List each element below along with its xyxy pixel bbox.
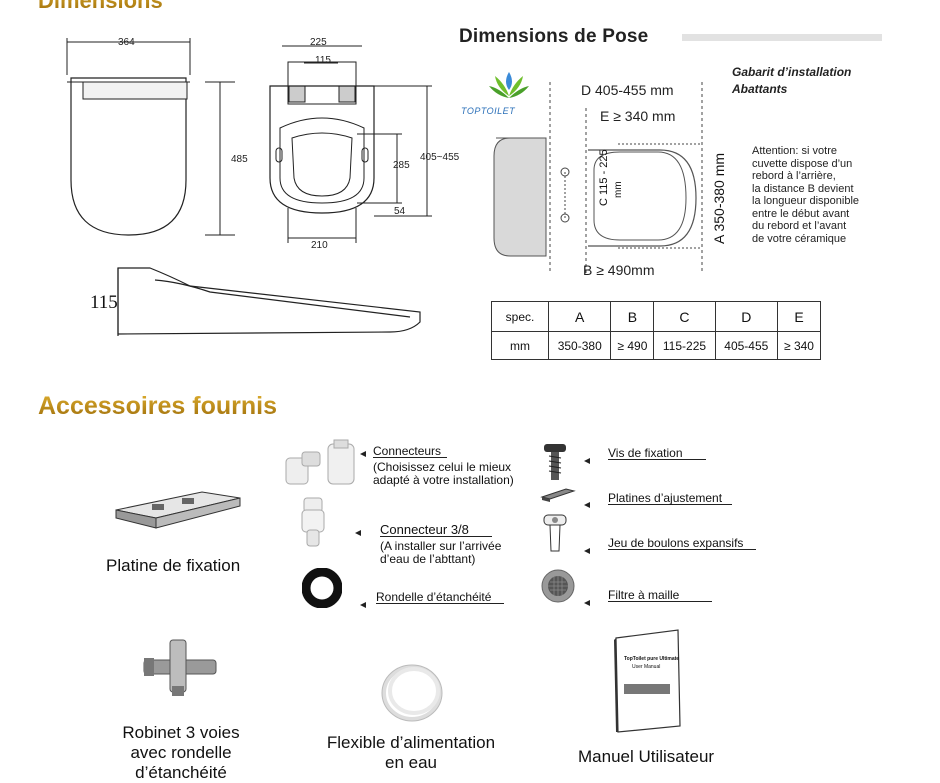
water-hose-image (381, 664, 443, 722)
dim-210-label: 210 (311, 240, 328, 251)
manual-cover-subtitle: User Manual (632, 664, 661, 670)
spec-cell: 350-380 (547, 331, 612, 360)
title-gray-bar (682, 34, 882, 41)
connectors-image (285, 439, 355, 485)
filtre-label: Filtre à maille (608, 589, 712, 602)
seat-side-view-drawing (117, 267, 421, 336)
dim-d-label: D 405-455 mm (581, 82, 674, 98)
spec-cell: 405-455 (714, 331, 779, 360)
gabarit-line2: Abattants (732, 82, 788, 96)
arrow-icon (584, 452, 598, 470)
arrow-icon (584, 496, 598, 514)
gabarit-line1: Gabarit d’installation (732, 65, 852, 79)
seat-top-view-drawing (66, 38, 235, 236)
dim-115-top-label: 115 (315, 55, 331, 66)
robinet-label: Robinet 3 voies avec rondelle d’étanchéi… (106, 723, 256, 783)
robinet-line3: d’étanchéité (135, 763, 227, 782)
connecteur-38-sub1: (A installer sur l’arrivée (380, 539, 502, 553)
seal-ring-image (302, 568, 342, 608)
note-line: entre le début avant (752, 207, 850, 220)
seat-bottom-view-drawing (269, 45, 432, 243)
platine-fixation-label: Platine de fixation (106, 556, 241, 575)
pose-diagram (493, 82, 703, 274)
dim-b-label: B ≥ 490mm (583, 262, 655, 278)
note-line: Attention: si votre (752, 145, 837, 157)
rondelle-label: Rondelle d’étanchéité (376, 591, 504, 604)
dim-405-455-label: 405~455 (420, 152, 460, 163)
dim-c-label: C 115 - 225 (598, 149, 610, 206)
spec-cell: ≥ 340 (777, 331, 821, 360)
toptoilet-brand: TOPTOILET (461, 106, 516, 116)
screw-image (544, 444, 566, 480)
robinet-line1: Robinet 3 voies (122, 723, 240, 742)
adjustment-plate-image (540, 488, 576, 502)
expansion-bolt-image (543, 514, 567, 552)
dim-285-label: 285 (393, 160, 410, 171)
note-line: du rebord et l’avant (752, 220, 847, 232)
dim-485-label: 485 (231, 154, 248, 165)
accessories-title: Accessoires fournis (38, 392, 277, 420)
three-way-valve-image (143, 639, 217, 696)
spec-cell: ≥ 490 (610, 331, 655, 360)
arrow-icon (584, 594, 598, 612)
manual-cover-title: TopToilet pure Ultimate (624, 656, 680, 662)
connecteur-38-label: Connecteur 3/8 (380, 523, 492, 537)
dim-115-side-label: 115 (90, 292, 118, 313)
platines-label: Platines d’ajustement (608, 492, 732, 505)
toptoilet-logo (489, 72, 529, 98)
boulons-label: Jeu de boulons expansifs (608, 537, 756, 550)
spec-header-cell: spec. (491, 301, 549, 332)
spec-header-cell: C (653, 301, 716, 332)
dim-c-unit: mm (613, 181, 624, 198)
note-line: la longueur disponible (752, 195, 860, 207)
spec-table-header-row: spec. A B C D E (491, 301, 821, 332)
dim-364-label: 364 (118, 37, 135, 48)
arrow-icon (360, 445, 374, 457)
mounting-plate-image (115, 491, 241, 529)
robinet-line2: avec rondelle (130, 743, 232, 762)
spec-header-cell: B (610, 301, 655, 332)
arrow-icon (584, 542, 598, 560)
note-line: la distance B devient (752, 182, 854, 195)
spec-table: spec. A B C D E mm 350-380 ≥ 490 115-225… (491, 301, 821, 360)
vis-label: Vis de fixation (608, 447, 706, 460)
spec-cell: 115-225 (653, 331, 716, 360)
user-manual-image (614, 629, 681, 733)
connecteurs-label: Connecteurs (373, 445, 447, 458)
arrow-icon (360, 596, 374, 614)
dim-54-label: 54 (394, 206, 406, 217)
mesh-filter-image (541, 569, 575, 603)
connecteurs-sub1: (Choisissez celui le mieux (373, 460, 512, 474)
note-line: de votre céramique (752, 232, 847, 245)
spec-header-cell: A (547, 301, 612, 332)
dim-225-label: 225 (310, 37, 327, 48)
spec-cell: mm (491, 331, 549, 360)
spec-table-row: mm 350-380 ≥ 490 115-225 405-455 ≥ 340 (491, 331, 821, 360)
pose-title: Dimensions de Pose (459, 26, 649, 47)
arrow-icon (355, 524, 369, 542)
connecteur-38-sub2: d’eau de l’abttant) (380, 552, 476, 566)
flexible-label: Flexible d’alimentation en eau (316, 733, 506, 773)
note-line: cuvette dispose d’un (752, 157, 853, 170)
flexible-line1: Flexible d’alimentation (326, 733, 496, 752)
flexible-line2: en eau (385, 753, 437, 772)
spec-header-cell: D (714, 301, 779, 332)
connecteurs-sub2: adapté à votre installation) (373, 473, 514, 487)
gabarit-title: Gabarit d’installation Abattants (732, 64, 851, 98)
dimensions-title: Dimensions (38, 0, 163, 14)
dim-a-label: A 350-380 mm (711, 152, 727, 244)
dim-e-label: E ≥ 340 mm (600, 108, 676, 124)
attention-note: Attention: si votre cuvette dispose d’un… (752, 145, 892, 245)
spec-header-cell: E (777, 301, 821, 332)
manuel-label: Manuel Utilisateur (578, 747, 715, 766)
connector-38-image (301, 497, 325, 547)
note-line: rebord à l’arrière, (752, 170, 836, 182)
